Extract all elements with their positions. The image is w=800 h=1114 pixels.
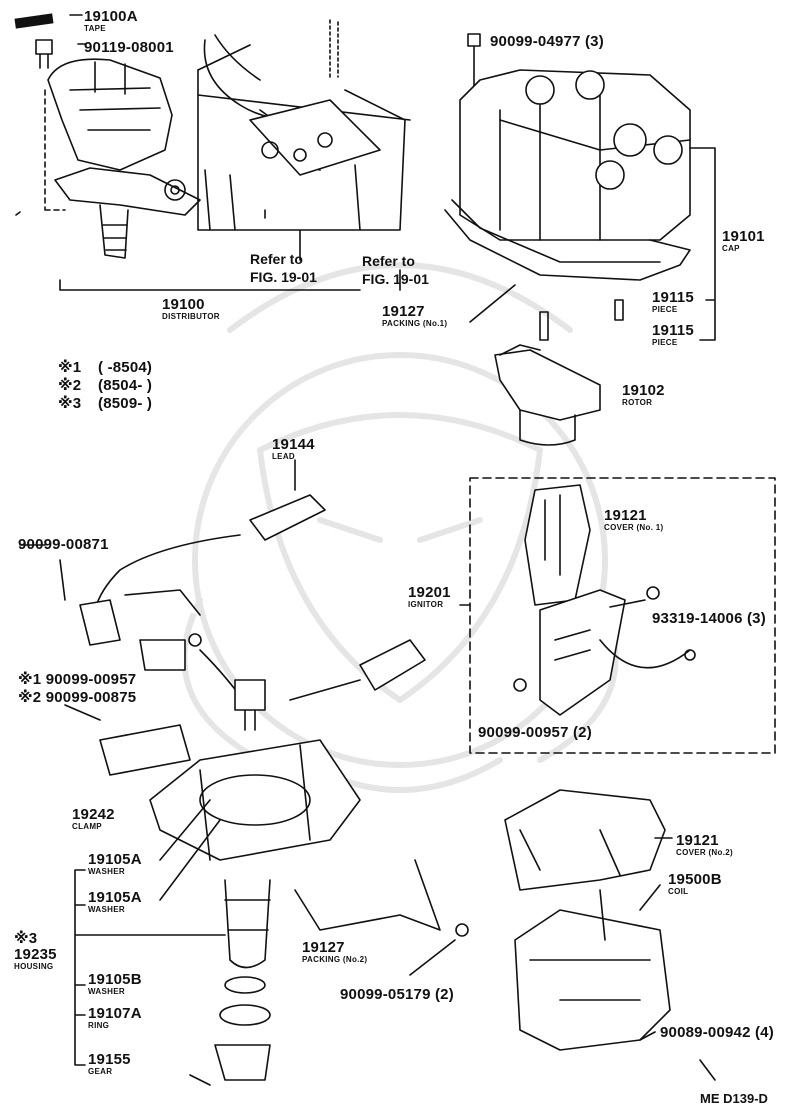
label-19121-cover2-name: COVER (No.2) (676, 848, 733, 857)
housing-bracket (74, 869, 226, 1066)
label-19105B: 19105B (88, 971, 142, 988)
label-19127-packing1: 19127 (382, 303, 425, 320)
label-19500B: 19500B (668, 871, 722, 888)
housing-illustration (149, 639, 426, 1086)
label-90099-04977: 90099-04977 (3) (490, 33, 604, 50)
legend-1-mark: ※1 (58, 359, 82, 376)
label-19105A-b: 19105A (88, 889, 142, 906)
legend-3-mark: ※3 (58, 395, 82, 412)
label-s3: ※3 (14, 930, 38, 947)
label-90119-08001: 90119-08001 (84, 39, 174, 56)
mark-dot (15, 211, 21, 216)
label-90089-00942: 90089-00942 (4) (660, 1024, 774, 1041)
label-19107A-name: RING (88, 1021, 110, 1030)
label-90099-05179: 90099-05179 (2) (340, 986, 454, 1003)
leader-washers (159, 799, 221, 901)
label-19144-name: LEAD (272, 452, 295, 461)
label-90099-00957-2: 90099-00957 (2) (478, 724, 592, 741)
legend-2-mark: ※2 (58, 377, 82, 394)
label-19121-cover1-name: COVER (No. 1) (604, 523, 664, 532)
label-19155-name: GEAR (88, 1067, 113, 1076)
label-19500B-name: COIL (668, 887, 689, 896)
leader-packing1 (469, 284, 516, 323)
label-s2-90099-00875: ※2 90099-00875 (18, 689, 137, 706)
label-19242-name: CLAMP (72, 822, 102, 831)
nut-illustration (455, 923, 469, 937)
lead-illustration (79, 459, 326, 711)
label-19100-name: DISTRIBUTOR (162, 312, 220, 321)
leader-clamp-bolts (64, 704, 101, 721)
label-19105A-a: 19105A (88, 851, 142, 868)
label-19144: 19144 (272, 436, 315, 453)
label-19201-name: IGNITOR (408, 600, 444, 609)
legend-3-range: (8509- ) (98, 395, 153, 412)
clamp-illustration (99, 724, 191, 776)
label-19121-cover1: 19121 (604, 507, 647, 524)
ref-2-line-1: Refer to (362, 253, 415, 269)
rotor-illustration (494, 344, 601, 446)
packing2-illustration (294, 859, 441, 931)
ref-2-line-2: FIG. 19-01 (362, 271, 429, 287)
label-19105B-name: WASHER (88, 987, 125, 996)
cap-illustration (444, 33, 691, 341)
harness-illustration (197, 19, 411, 261)
ignitor-box (469, 477, 776, 754)
coil-illustration (504, 789, 716, 1081)
legend-2-range: (8504- ) (98, 377, 153, 394)
leader-coil-bolts (639, 1031, 656, 1041)
label-19235-name: HOUSING (14, 962, 54, 971)
label-19102: 19102 (622, 382, 665, 399)
leader-ignitor (459, 599, 646, 608)
leader-bolt-871 (19, 544, 66, 601)
label-19101-name: CAP (722, 244, 740, 253)
label-93319-14006: 93319-14006 (3) (652, 610, 766, 627)
label-19115-b: 19115 (652, 322, 694, 339)
ref-1-line-1: Refer to (250, 251, 303, 267)
distributor-illustration (14, 13, 201, 259)
leader-nut-05179 (409, 939, 456, 976)
label-19242: 19242 (72, 806, 115, 823)
cap-bracket (689, 147, 716, 341)
label-19115-b-name: PIECE (652, 338, 678, 347)
distributor-bracket (59, 269, 401, 291)
legend-1-range: ( -8504) (98, 359, 153, 376)
label-19102-name: ROTOR (622, 398, 653, 407)
label-19127-packing1-name: PACKING (No.1) (382, 319, 448, 328)
label-90099-00871: 90099-00871 (18, 536, 109, 553)
ignitor-illustration (513, 484, 696, 716)
label-19127-packing2: 19127 (302, 939, 345, 956)
label-19235: 19235 (14, 946, 57, 963)
label-19107A: 19107A (88, 1005, 142, 1022)
label-19101: 19101 (722, 228, 765, 245)
label-19100A-name: TAPE (84, 24, 106, 33)
label-19105A-a-name: WASHER (88, 867, 125, 876)
label-19105A-b-name: WASHER (88, 905, 125, 914)
label-19127-packing2-name: PACKING (No.2) (302, 955, 368, 964)
label-19100A: 19100A (84, 8, 138, 25)
label-19121-cover2: 19121 (676, 832, 719, 849)
leader-coil (639, 884, 661, 911)
diagram-code: ME D139-D (700, 1091, 768, 1106)
label-19100: 19100 (162, 296, 205, 313)
label-19115-a-name: PIECE (652, 305, 678, 314)
label-19201: 19201 (408, 584, 451, 601)
label-s1-90099-00957: ※1 90099-00957 (18, 671, 137, 688)
leader-tape (69, 14, 87, 45)
ref-1-line-2: FIG. 19-01 (250, 269, 317, 285)
label-19155: 19155 (88, 1051, 131, 1068)
label-19115-a: 19115 (652, 289, 694, 306)
